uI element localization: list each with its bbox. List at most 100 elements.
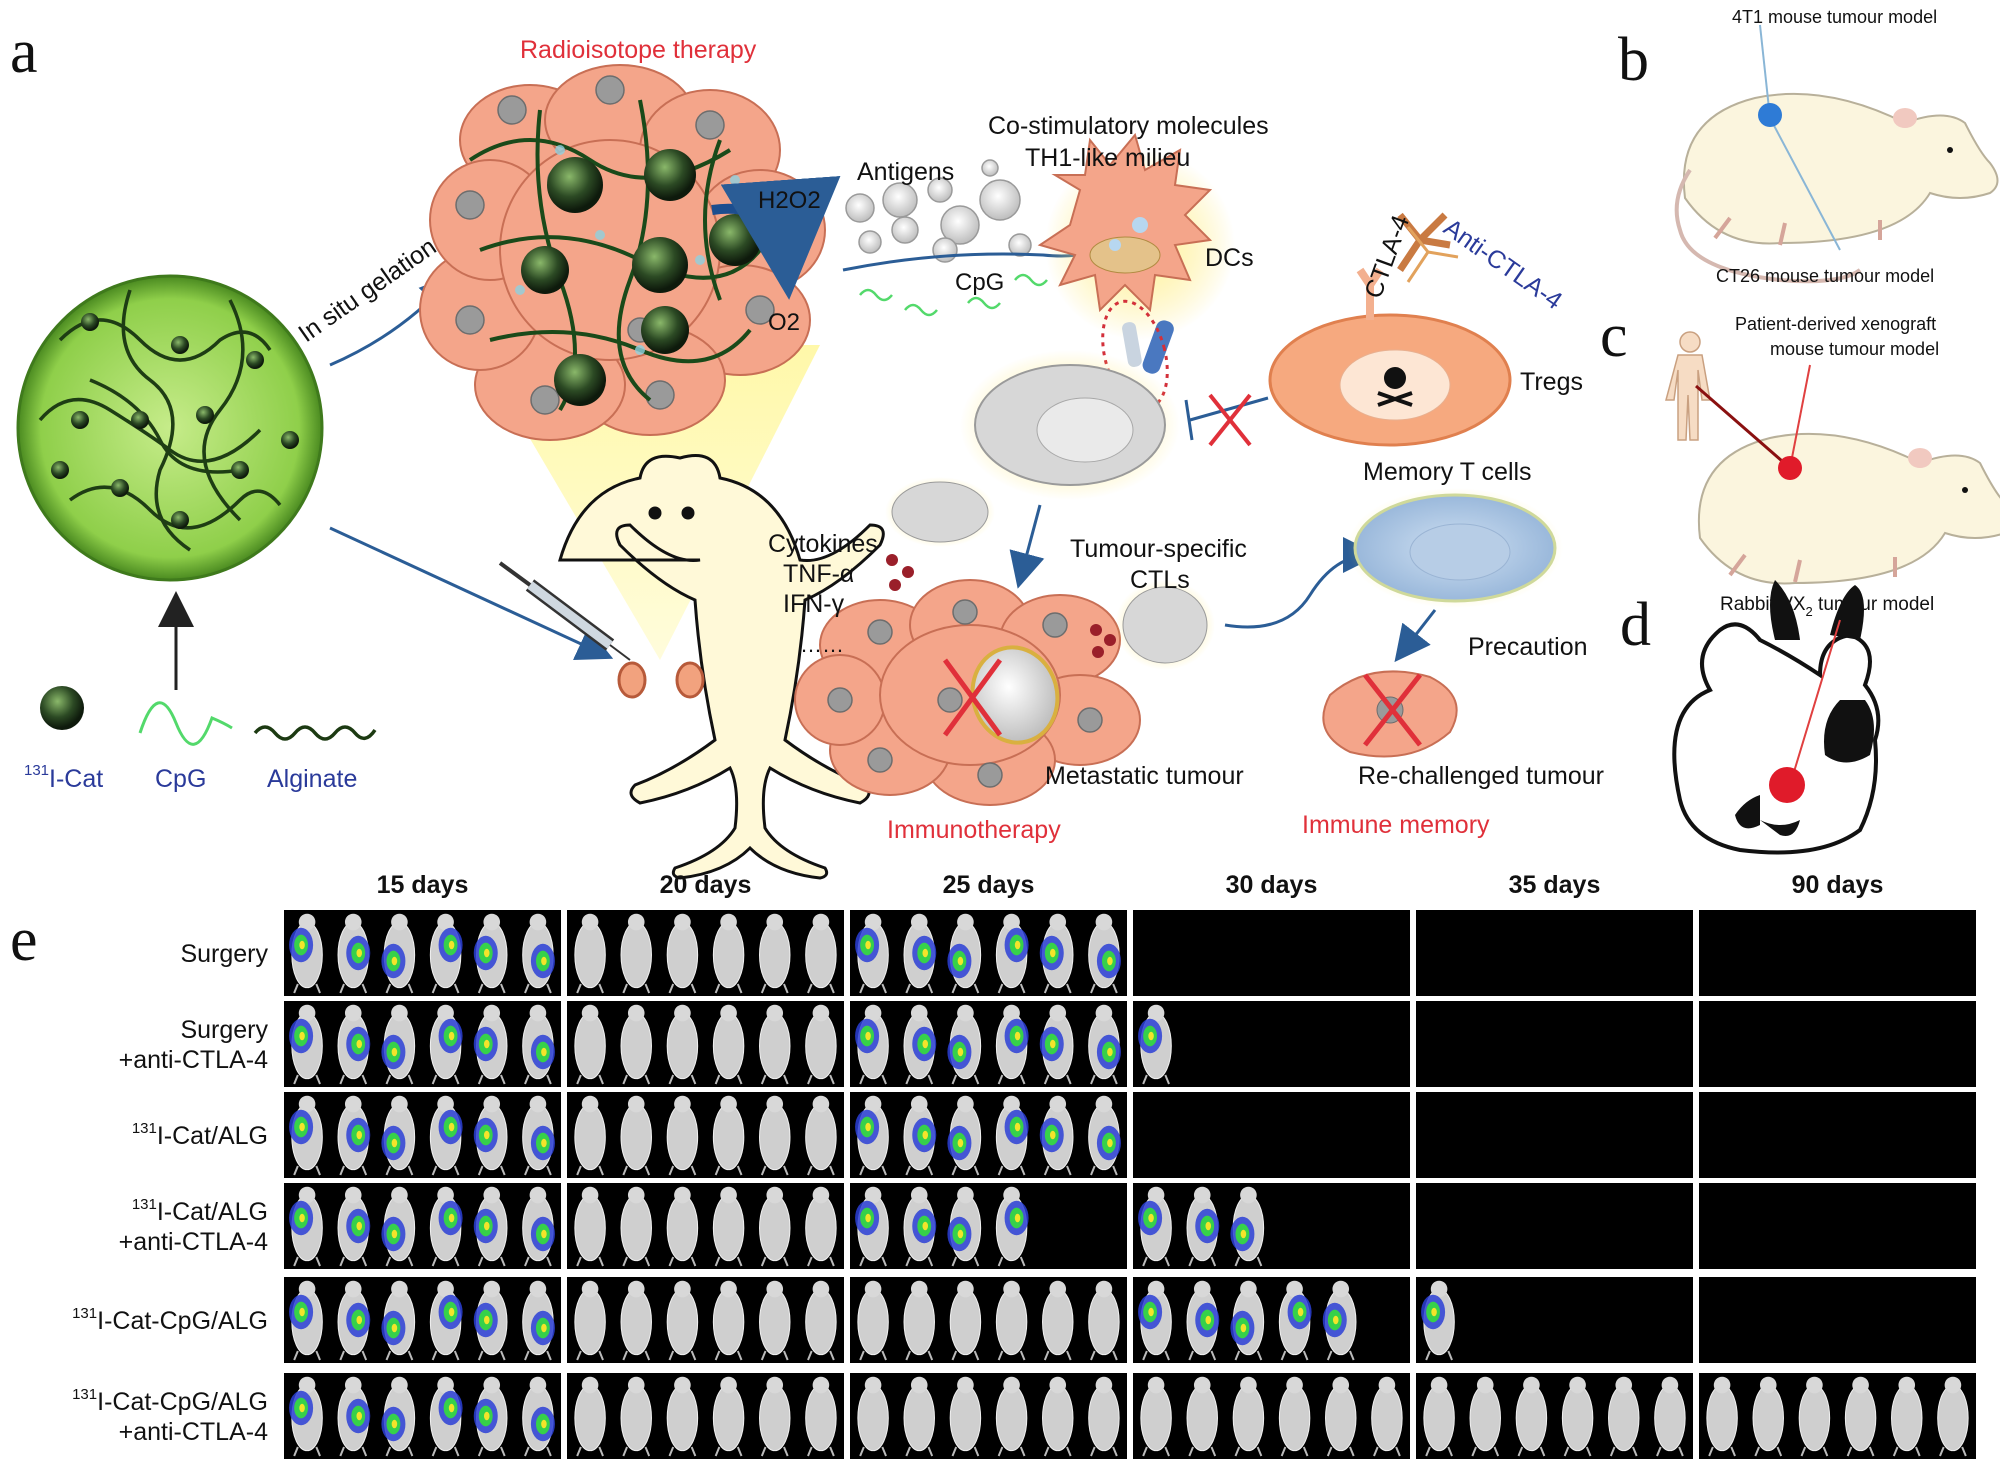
ifn-label: IFN-γ: [783, 590, 845, 618]
hydrogel-circle: [16, 274, 324, 582]
immunotherapy-label: Immunotherapy: [887, 816, 1061, 844]
mouse-image: [947, 1004, 982, 1085]
imaging-cell: [850, 1183, 1127, 1269]
syringe-icon: [498, 561, 631, 661]
mouse-image: [712, 1376, 745, 1457]
mouse-image: [805, 1004, 837, 1085]
imaging-cell: [1416, 1277, 1693, 1363]
pdx-pointer: [1789, 364, 1811, 469]
mouse-image: [1140, 1376, 1172, 1457]
row-label-5: 131I-Cat-CpG/ALG: [72, 1386, 268, 1416]
mouse-image: [574, 913, 606, 994]
rabbit-pointer: [1789, 619, 1841, 786]
cpg-strands: [859, 273, 1048, 317]
mouse-image: [666, 913, 699, 994]
pdx-line1: Patient-derived xenograft: [1735, 314, 1936, 334]
rechallenged-tumour: [1322, 670, 1458, 758]
mouse-image: [857, 1280, 889, 1361]
mouse-image: [1088, 913, 1121, 994]
mouse-image: [473, 1376, 508, 1457]
imaging-cell: [1416, 1183, 1693, 1269]
mouse-image: [759, 1280, 791, 1361]
mouse-image: [429, 913, 463, 994]
mouse-image: [712, 1095, 745, 1176]
mouse-image: [473, 913, 508, 994]
imaging-panel-bg: [284, 1183, 561, 1269]
o2-label: O2: [768, 309, 800, 336]
mouse-image: [1230, 1186, 1265, 1267]
mouse-image: [855, 1004, 889, 1085]
imaging-panel-bg: [1133, 1277, 1410, 1363]
small-t-cell: [885, 477, 995, 547]
rabbit-label-end: tumour model: [1813, 594, 1934, 615]
day-label-5: 90 days: [1792, 871, 1884, 899]
mouse-image: [1891, 1376, 1923, 1457]
imaging-cell: [1699, 1001, 1976, 1087]
imaging-panel-bg: [1699, 1092, 1976, 1178]
legend-cpg: CpG: [138, 701, 233, 793]
mouse-image: [1042, 1376, 1074, 1457]
mouse-image: [337, 1280, 371, 1361]
mouse-image: [620, 1095, 652, 1176]
costim-line1: Co-stimulatory molecules: [988, 112, 1269, 140]
rabbit-icon: [1672, 580, 1881, 855]
legend-icat-sup: 131: [24, 762, 49, 779]
legend-icat-label: I-Cat: [49, 765, 103, 793]
imaging-cell: [850, 1277, 1127, 1363]
mouse-image: [620, 1376, 652, 1457]
mouse-image: [712, 1280, 745, 1361]
imaging-panel-bg: [567, 1092, 844, 1178]
treg-cell: [1268, 212, 1512, 447]
imaging-panel-bg: [1416, 1277, 1693, 1363]
mouse-image: [574, 1376, 606, 1457]
imaging-panel-bg: [1133, 1001, 1410, 1087]
mouse-image: [337, 1095, 371, 1176]
tumour-site-b: [1758, 103, 1782, 127]
day-label-3: 30 days: [1226, 871, 1318, 899]
imaging-cell: [1416, 1092, 1693, 1178]
mouse-image: [381, 913, 416, 994]
mouse-image: [337, 913, 371, 994]
mouse-image: [429, 1376, 463, 1457]
skull-icon: [1377, 367, 1413, 407]
mouse-image: [620, 1186, 652, 1267]
mouse-image: [522, 1095, 555, 1176]
mouse-image: [522, 1376, 555, 1457]
day-label-2: 25 days: [943, 871, 1035, 899]
mouse-image: [995, 1095, 1029, 1176]
imaging-panel-bg: [567, 1183, 844, 1269]
mouse-image: [1138, 1004, 1172, 1085]
mouse-image: [473, 1095, 508, 1176]
mouse-image: [289, 913, 323, 994]
antigens-cluster: [845, 159, 1032, 263]
model-ct26-label: CT26 mouse tumour model: [1716, 266, 1934, 286]
imaging-cell: [1416, 910, 1693, 996]
row-label-3: 131I-Cat/ALG: [132, 1196, 268, 1226]
mouse-image: [949, 1280, 982, 1361]
svg-text:131I-Cat: 131I-Cat: [24, 762, 103, 793]
radioisotope-therapy-label: Radioisotope therapy: [520, 36, 757, 64]
imaging-panel-bg: [1133, 1183, 1410, 1269]
imaging-cell: [284, 1373, 561, 1459]
mouse-image: [1186, 1280, 1220, 1361]
antigens-label: Antigens: [857, 158, 954, 186]
imaging-cell: [1699, 1277, 1976, 1363]
mouse-image: [805, 913, 837, 994]
row-label-sup-2: 131: [132, 1120, 157, 1137]
mouse-image: [666, 1186, 699, 1267]
imaging-cell: [1133, 1373, 1410, 1459]
mouse-image: [1230, 1280, 1265, 1361]
imaging-cell: [284, 910, 561, 996]
mouse-image: [903, 1376, 935, 1457]
imaging-cell: [850, 1001, 1127, 1087]
mouse-image: [473, 1280, 508, 1361]
imaging-cell: [284, 1092, 561, 1178]
rabbit-label-sub: 2: [1806, 604, 1813, 619]
mouse-image: [1937, 1376, 1969, 1457]
ctl-to-memory-arrow: [1224, 537, 1379, 629]
cytokines-label: Cytokines: [768, 530, 878, 558]
imaging-panel-bg: [1699, 1277, 1976, 1363]
legend-cpg-label: CpG: [155, 765, 206, 793]
mouse-image: [995, 913, 1029, 994]
